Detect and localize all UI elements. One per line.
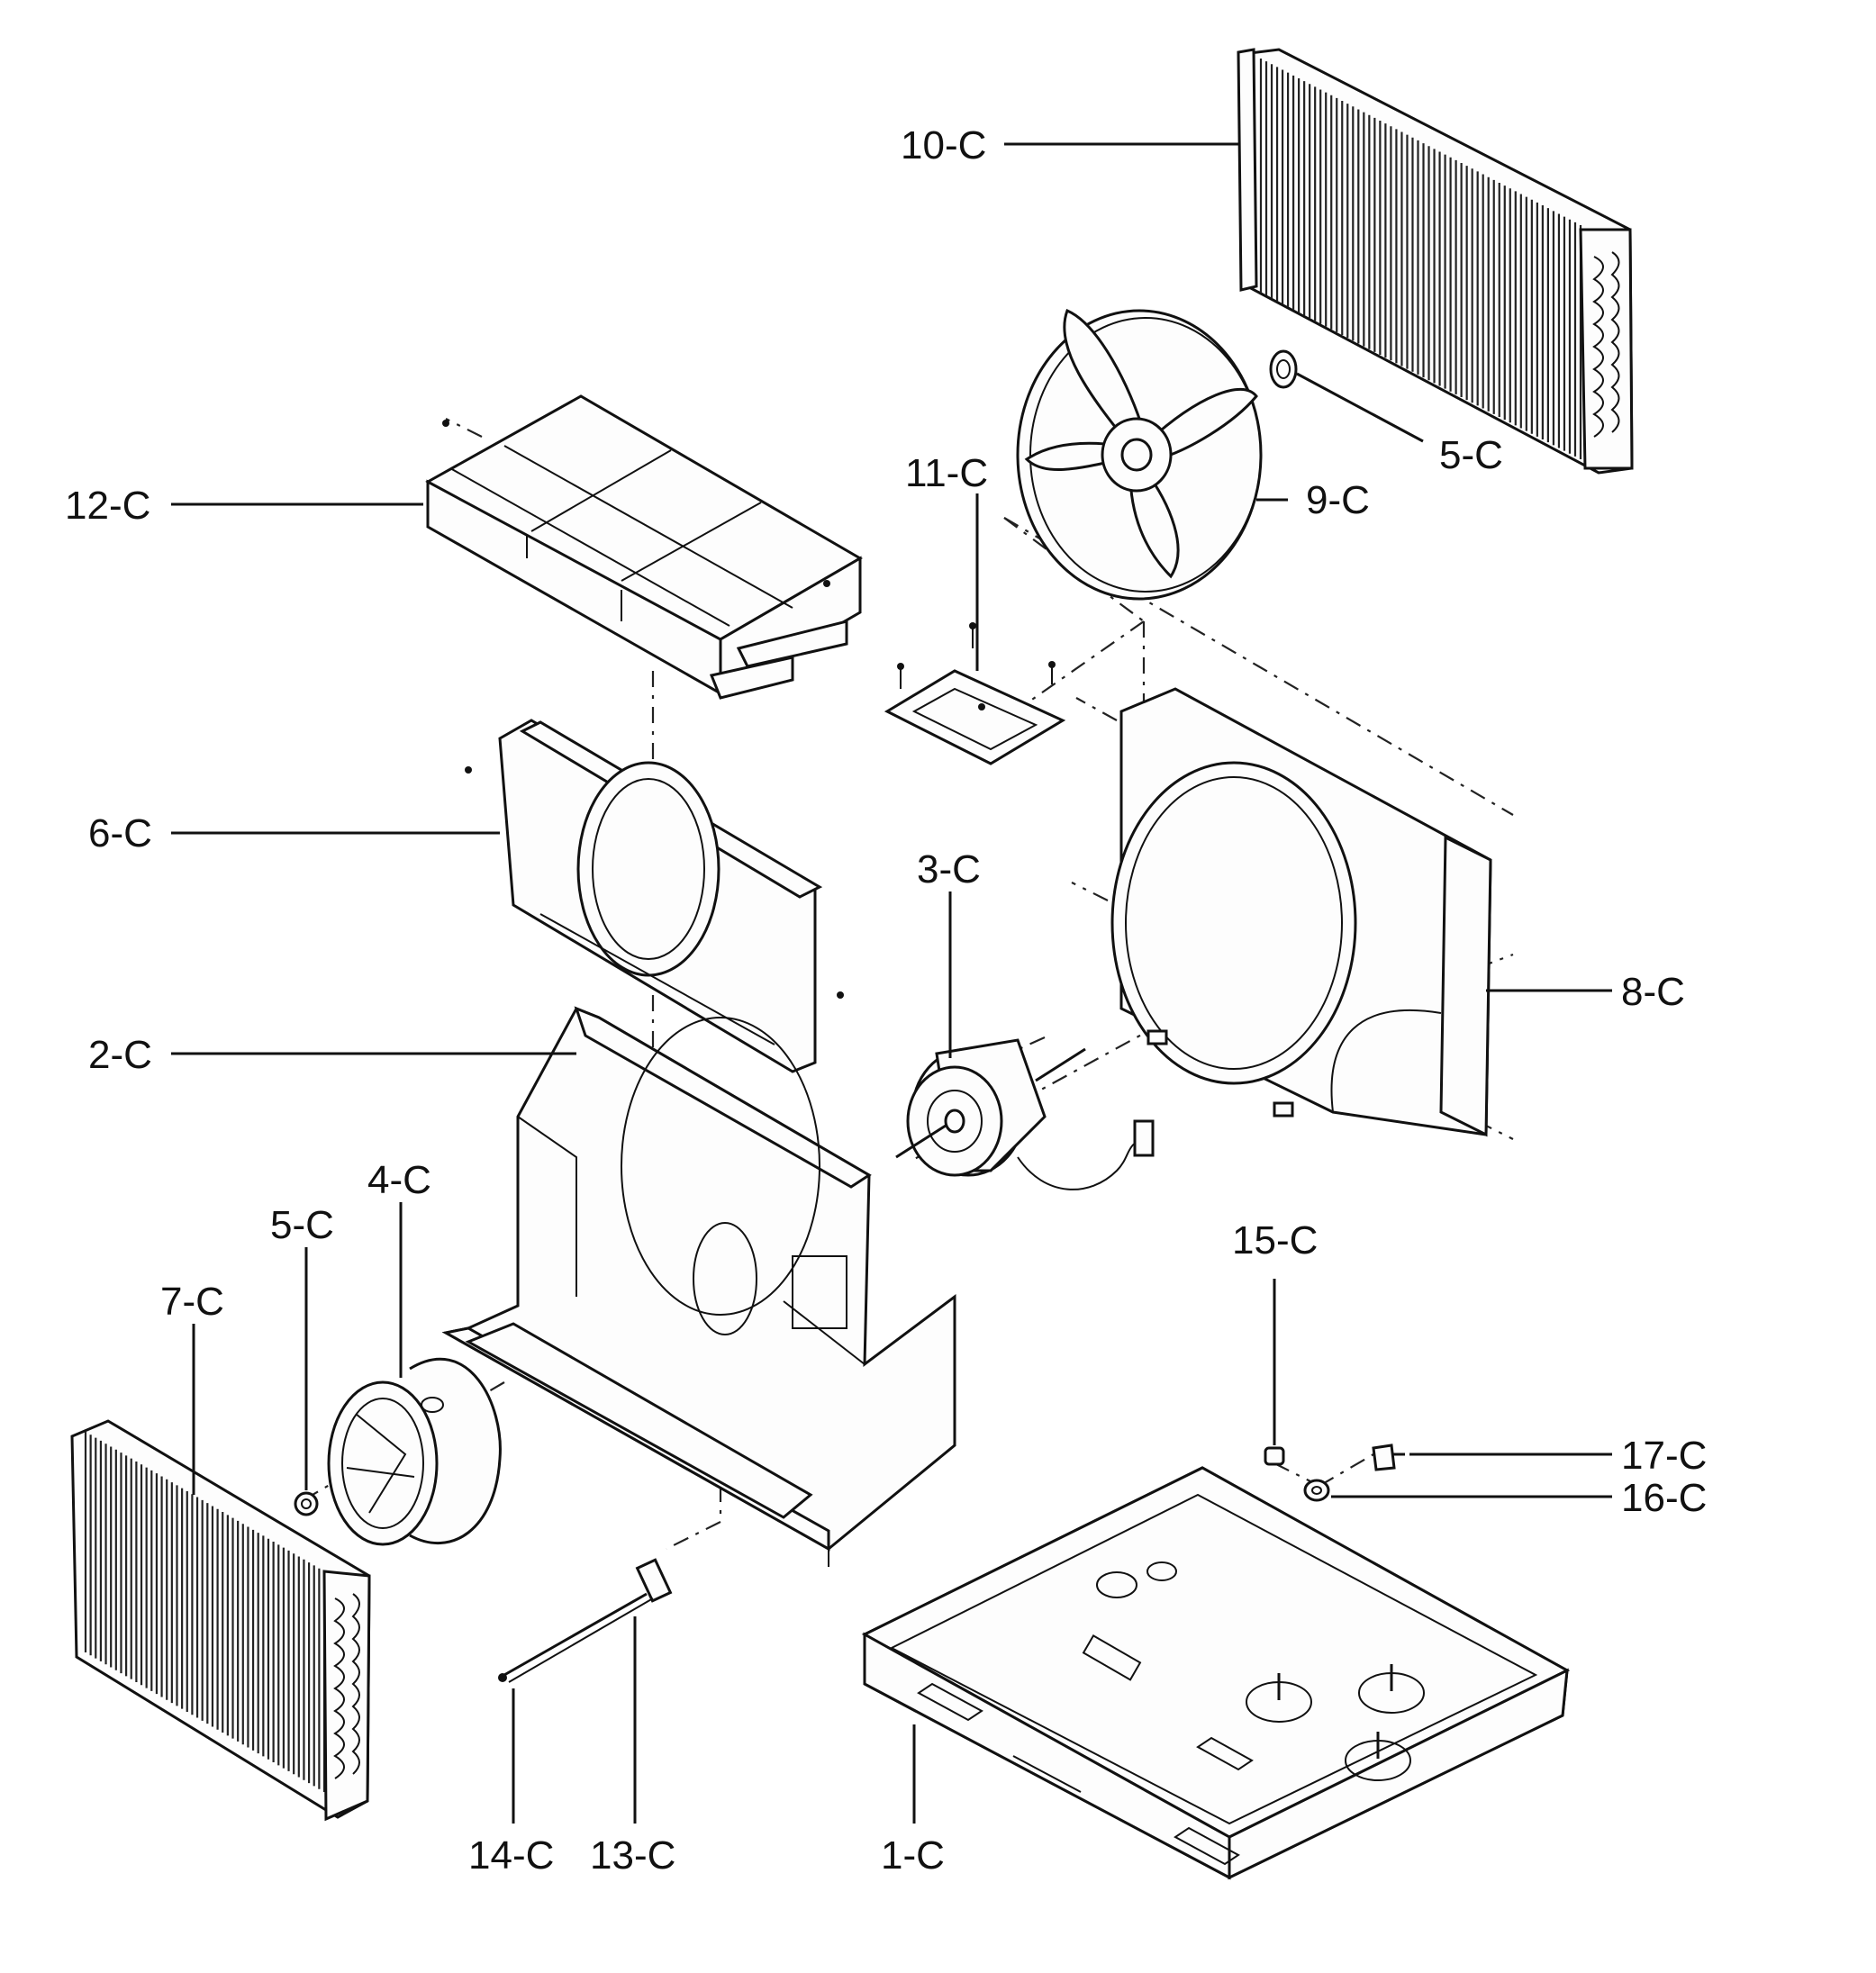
label-5-c-upper: 5-C	[1439, 433, 1503, 477]
label-3-c: 3-C	[917, 847, 981, 891]
condenser-coil-part	[1237, 48, 1634, 475]
label-12-c: 12-C	[65, 484, 150, 528]
outdoor-fan-part	[1016, 308, 1263, 601]
fan-clip-upper-part	[1269, 349, 1298, 389]
label-16-c: 16-C	[1621, 1476, 1707, 1520]
part-labels: 10-C 5-C 9-C 11-C 12-C 6-C 3-C 8-C 2-C 4…	[65, 123, 1707, 1878]
fasteners-part	[1264, 1444, 1405, 1502]
fan-shroud-part	[1110, 687, 1492, 1137]
evaporator-coil-part	[70, 1419, 371, 1822]
label-5-c-lower: 5-C	[270, 1203, 334, 1247]
label-15-c: 15-C	[1232, 1218, 1318, 1263]
label-10-c: 10-C	[901, 123, 986, 167]
air-duct-box-part	[425, 394, 863, 700]
label-8-c: 8-C	[1621, 970, 1685, 1014]
thermistor-part	[498, 1558, 673, 1683]
motor-bracket-part	[884, 622, 1066, 765]
blower-wheel-part	[327, 1357, 502, 1546]
label-1-c: 1-C	[881, 1833, 945, 1878]
fan-clip-lower-part	[294, 1491, 319, 1516]
label-13-c: 13-C	[590, 1833, 675, 1878]
partition-frame-part	[465, 719, 844, 1073]
label-11-c: 11-C	[905, 451, 988, 495]
label-7-c: 7-C	[160, 1280, 224, 1324]
fan-motor-part	[895, 1038, 1155, 1190]
label-6-c: 6-C	[88, 811, 152, 855]
label-17-c: 17-C	[1621, 1434, 1707, 1478]
label-14-c: 14-C	[468, 1833, 554, 1878]
base-frame-part	[441, 1006, 956, 1567]
base-pan-part	[861, 1466, 1571, 1880]
leader-lines	[171, 142, 1612, 1824]
label-2-c: 2-C	[88, 1033, 152, 1077]
label-9-c: 9-C	[1306, 478, 1370, 522]
label-4-c: 4-C	[367, 1158, 431, 1202]
